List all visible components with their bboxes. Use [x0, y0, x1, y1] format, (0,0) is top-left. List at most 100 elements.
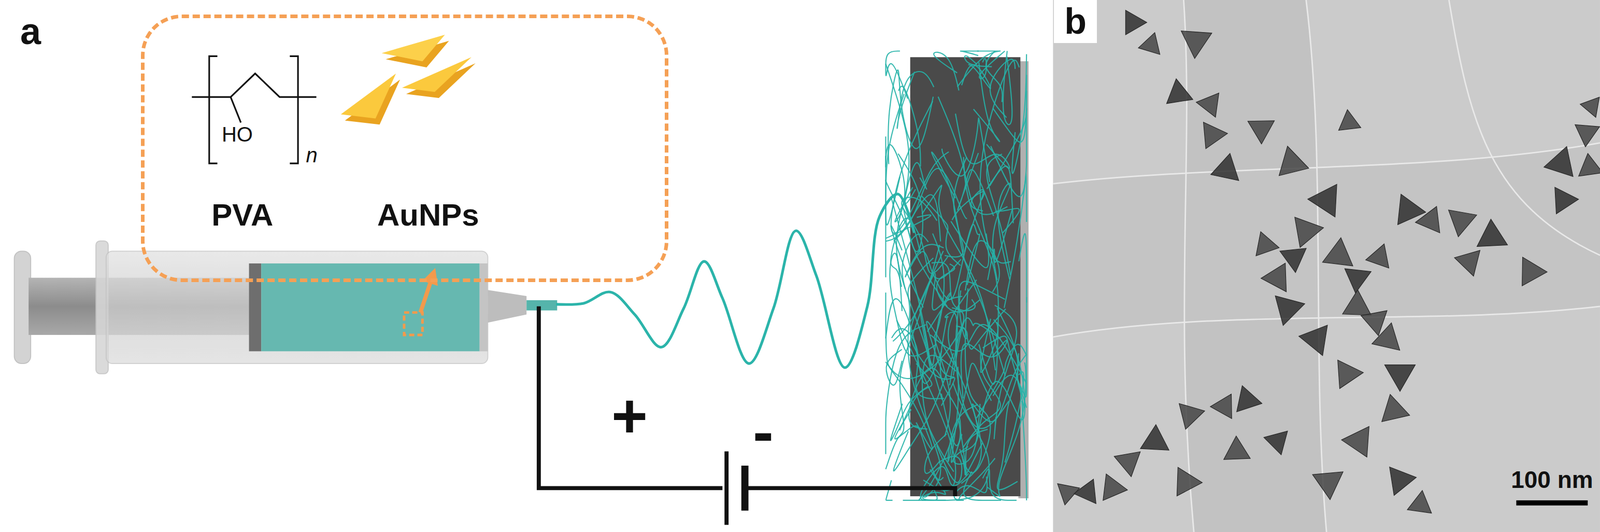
- fiber: [962, 429, 988, 476]
- fiber: [961, 353, 1027, 452]
- fiber: [987, 208, 1013, 280]
- nanoplate: [1389, 466, 1417, 496]
- nanoplate: [1113, 451, 1140, 477]
- pva-structure: [191, 55, 317, 164]
- fiber: [1005, 371, 1024, 463]
- nanoplate: [1344, 268, 1371, 293]
- nanoplate: [1223, 435, 1251, 460]
- nanoplate: [1279, 146, 1309, 176]
- material-box: HOnPVAAuNPs: [140, 14, 669, 282]
- nanoplate: [1580, 96, 1600, 118]
- fiber: [957, 152, 994, 216]
- fiber: [1011, 53, 1027, 174]
- panel-letter: a: [20, 12, 41, 50]
- nanoplate: [1578, 153, 1600, 177]
- nanoplate: [1448, 209, 1477, 237]
- fiber: [992, 182, 1011, 280]
- bracket: [289, 55, 298, 164]
- nanoplate: [1342, 289, 1371, 316]
- fiber: [961, 64, 991, 89]
- power-circuit: [538, 306, 955, 525]
- nanoplate: [1263, 430, 1288, 455]
- fiber: [961, 339, 1007, 398]
- nanoplate: [1261, 262, 1287, 292]
- nanoplate: [1454, 250, 1480, 277]
- nanoplate: [1247, 120, 1275, 145]
- fiber: [1018, 233, 1027, 303]
- nanoplate: [1275, 295, 1305, 326]
- fiber: [920, 466, 969, 500]
- nanoplate: [1196, 92, 1220, 118]
- fiber: [891, 101, 949, 234]
- nanoplate: [1236, 385, 1263, 412]
- panel-letter: b: [1053, 0, 1097, 44]
- material-name: AuNPs: [377, 199, 480, 231]
- nanoplate: [1554, 187, 1579, 214]
- nanoplate: [1125, 10, 1147, 35]
- nanoplate: [1140, 424, 1169, 450]
- fiber: [963, 470, 1002, 500]
- fiber: [965, 240, 1000, 292]
- nanoplate: [1477, 219, 1508, 247]
- syringe: [14, 240, 558, 374]
- nanoplate: [1338, 109, 1362, 131]
- fiber: [885, 298, 942, 383]
- polarity-sign: +: [611, 384, 648, 447]
- fiber: [941, 118, 990, 183]
- chemical-group: HO: [221, 123, 253, 145]
- fiber: [926, 321, 954, 377]
- fiber: [1003, 50, 1012, 125]
- fiber: [896, 319, 956, 491]
- nanoplate: [1166, 78, 1194, 104]
- fiber: [888, 69, 934, 165]
- nanoplate: [1176, 466, 1203, 496]
- fiber: [902, 234, 928, 290]
- nanoplate: [1138, 32, 1161, 55]
- fiber: [933, 52, 959, 91]
- nanoplate: [1322, 237, 1353, 266]
- fiber: [989, 107, 1027, 186]
- nanoplate: [1381, 394, 1410, 422]
- nanoplate: [1415, 206, 1440, 233]
- hydroxyl-bond: [230, 96, 241, 123]
- fiber: [885, 50, 908, 99]
- tem-image: [1052, 0, 1600, 532]
- fiber: [944, 156, 967, 257]
- fiber: [950, 221, 989, 268]
- nanoplate: [1298, 324, 1328, 355]
- fiber: [994, 305, 1017, 439]
- nanoplate: [1057, 483, 1080, 505]
- fiber: [982, 335, 1027, 408]
- bracket: [209, 55, 218, 164]
- nanoplate: [1307, 183, 1337, 217]
- nanoplate: [1384, 364, 1416, 392]
- fiber: [898, 86, 921, 167]
- nanoplate: [1103, 473, 1128, 500]
- nanoplate: [1407, 490, 1432, 513]
- fiber-mat: [885, 50, 1027, 500]
- nanoplate: [1365, 243, 1390, 268]
- polymer-chain: [191, 73, 317, 97]
- nanoplate: [1544, 146, 1574, 177]
- fiber: [885, 324, 926, 454]
- scale-bar-label: 100 nm: [1510, 467, 1594, 492]
- fiber: [886, 479, 893, 500]
- fiber: [957, 50, 1001, 87]
- fiber: [922, 468, 947, 500]
- fiber: [907, 258, 954, 472]
- nanoplate: [1179, 403, 1205, 430]
- nanoplate: [1210, 393, 1232, 419]
- nanoplate: [1312, 471, 1344, 500]
- fiber: [891, 225, 924, 308]
- nanoplate: [1522, 256, 1548, 286]
- fiber: [955, 290, 1009, 428]
- gold-nanoplates: [340, 34, 476, 125]
- nanoplate: [1203, 122, 1228, 149]
- nanoplate: [1575, 124, 1600, 147]
- nanoplate: [1294, 217, 1324, 248]
- fiber: [924, 433, 947, 474]
- repeat-index: n: [306, 144, 318, 166]
- nanoplate: [1372, 322, 1400, 351]
